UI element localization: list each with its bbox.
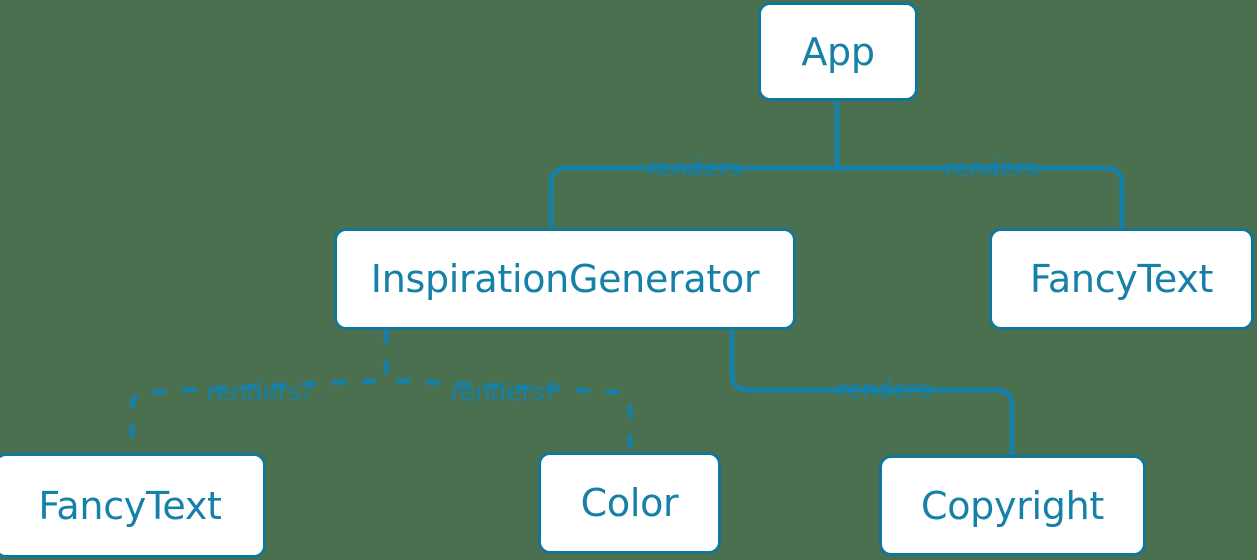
- edge-inspirationgenerator-to-color-dashed: [383, 330, 633, 452]
- edge-label-ig-to-copyright: renders: [836, 374, 932, 404]
- edge-app-to-inspirationgenerator: [548, 165, 837, 228]
- edge-app-to-fancytext: [837, 165, 1125, 228]
- edge-label-ig-to-color: renders?: [450, 377, 558, 407]
- edge-label-ig-to-fancytext: renders?: [206, 377, 314, 407]
- edge-label-app-to-fancytext: renders: [943, 153, 1039, 183]
- node-copyright[interactable]: Copyright: [879, 455, 1146, 556]
- node-fancytext-right[interactable]: FancyText: [989, 228, 1254, 330]
- node-app[interactable]: App: [758, 2, 918, 101]
- edge-inspirationgenerator-to-fancytext-dashed: [129, 330, 389, 453]
- edge-label-app-to-inspirationgenerator: renders: [646, 153, 742, 183]
- node-fancytext-bottom[interactable]: FancyText: [0, 453, 266, 558]
- node-color[interactable]: Color: [538, 452, 721, 554]
- edge-inspirationgenerator-to-copyright: [729, 330, 1015, 455]
- node-inspiration-generator[interactable]: InspirationGenerator: [334, 228, 796, 330]
